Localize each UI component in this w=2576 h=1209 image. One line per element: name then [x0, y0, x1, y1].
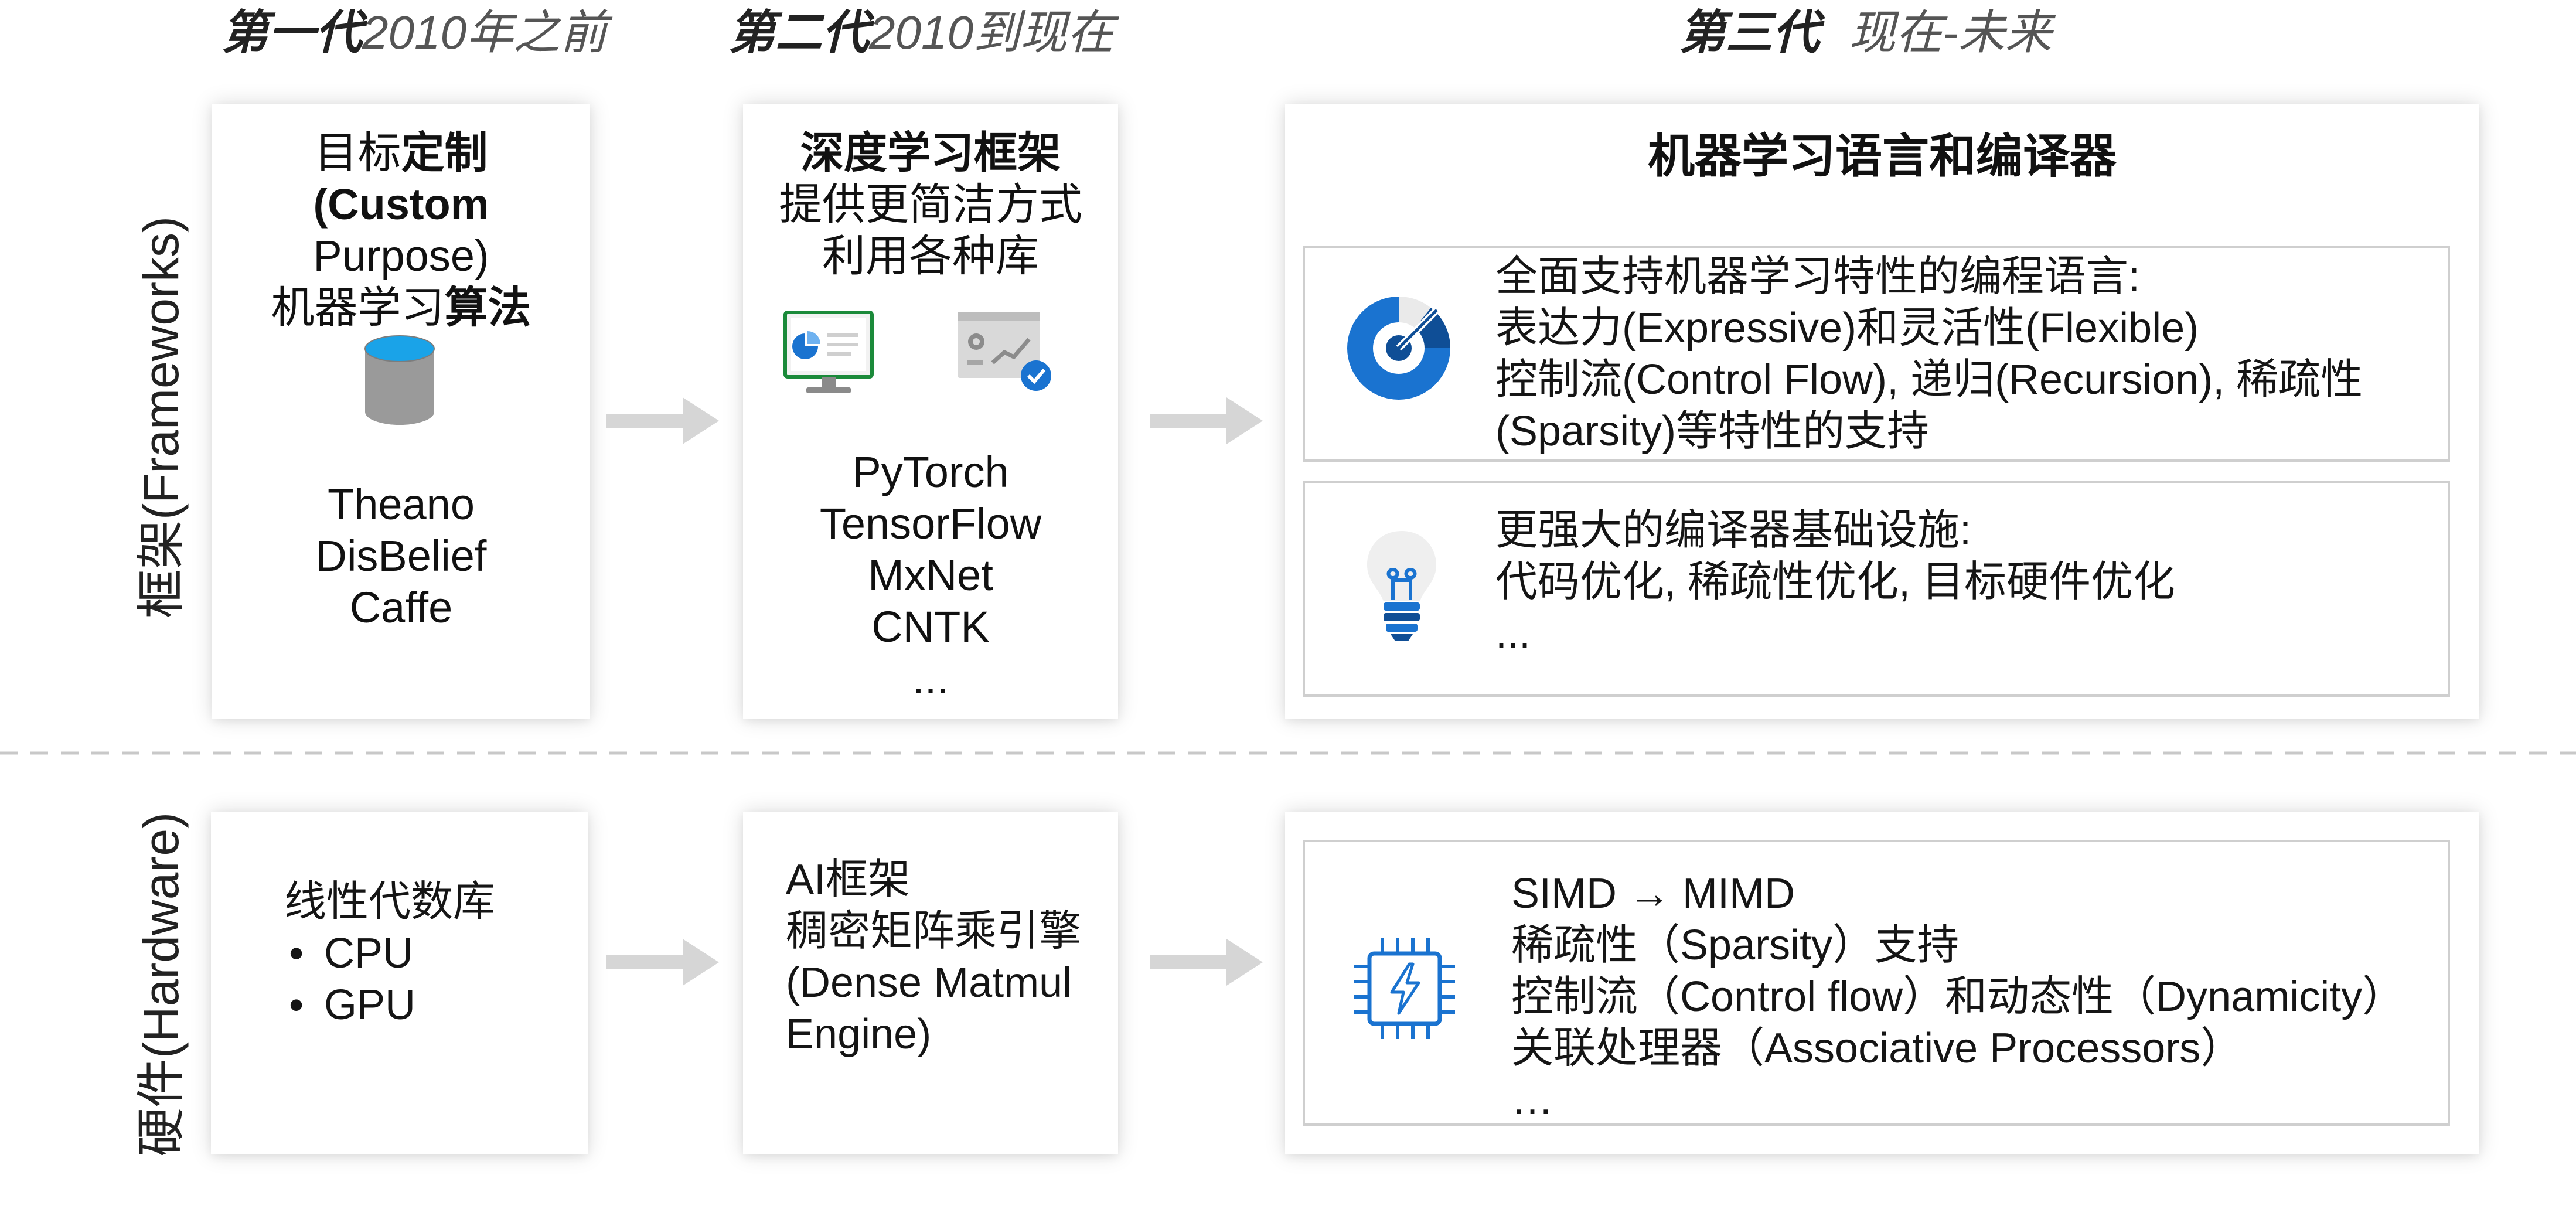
arrow-gen1-to-gen2-framework: [606, 397, 719, 444]
gen2-hardware-line: Engine): [786, 1011, 932, 1058]
gen3-compiler-text: 更强大的编译器基础设施: 代码优化, 稀疏性优化, 目标硬件优化 ...: [1495, 505, 2175, 659]
gen3-language-box: 全面支持机器学习特性的编程语言: 表达力(Expressive)和灵活性(Fle…: [1303, 246, 2450, 462]
gen1-framework-desc: 目标定制 (Custom Purpose) 机器学习算法: [212, 127, 590, 333]
gen1-hardware-item: •GPU: [289, 982, 416, 1028]
row-label-frameworks: 框架(Frameworks): [134, 216, 189, 618]
gen3-framework-card: 机器学习语言和编译器 全面支持机器学习特性的编程语言: 表达力(Expressi…: [1285, 104, 2479, 719]
row-label-hardware: 硬件(Hardware): [134, 812, 189, 1157]
gen1-hardware-text: 线性代数库 •CPU •GPU: [284, 876, 495, 1031]
gen1-hardware-card: 线性代数库 •CPU •GPU: [211, 812, 588, 1154]
gen3-hardware-text: SIMD → MIMD 稀疏性（Sparsity）支持 控制流（Control …: [1511, 868, 2404, 1126]
gen2-lib: TensorFlow: [819, 499, 1042, 548]
gen2-lib: PyTorch: [852, 448, 1009, 496]
gen2-name: 第二代: [728, 6, 869, 59]
gen1-line3: Purpose): [313, 231, 489, 280]
processor-chip-icon: [1354, 938, 1455, 1039]
gen1-lib: Caffe: [349, 583, 453, 632]
gen2-lib: CNTK: [871, 602, 990, 651]
gen3-language-line: 表达力(Expressive)和灵活性(Flexible): [1495, 305, 2199, 352]
gen2-framework-card: 深度学习框架 提供更简洁方式 利用各种库 PyTorch TensorFlow …: [743, 104, 1118, 719]
gen1-line4-bold: 算法: [444, 283, 531, 332]
gen3-language-line: 控制流(Control Flow), 递归(Recursion), 稀疏性: [1495, 356, 2363, 403]
gen2-title: 深度学习框架: [743, 127, 1118, 179]
gen3-language-text: 全面支持机器学习特性的编程语言: 表达力(Expressive)和灵活性(Fle…: [1495, 251, 2363, 457]
gen2-line2: 提供更简洁方式: [779, 180, 1082, 229]
gen1-period: 2010年之前: [362, 6, 607, 59]
gen3-hardware-box: SIMD → MIMD 稀疏性（Sparsity）支持 控制流（Control …: [1303, 840, 2450, 1126]
gen3-compiler-line: 代码优化, 稀疏性优化, 目标硬件优化: [1495, 558, 2176, 605]
gen3-hardware-line: 稀疏性（Sparsity）支持: [1511, 922, 1960, 969]
gen3-hardware-line: SIMD → MIMD: [1511, 870, 1795, 917]
gen1-header: 第一代2010年之前: [222, 0, 607, 70]
gen3-language-line: 全面支持机器学习特性的编程语言:: [1495, 253, 2141, 300]
gen1-lib-list: Theano DisBelief Caffe: [212, 479, 590, 634]
row-divider: [0, 751, 2576, 755]
gen2-period: 2010到现在: [869, 6, 1114, 59]
gen1-lib: DisBelief: [315, 532, 487, 580]
gen1-line1: 目标定制: [212, 127, 590, 179]
gen2-hardware-line: 稠密矩阵乘引擎: [786, 908, 1082, 955]
arrow-gen2-to-gen3-framework: [1150, 397, 1263, 444]
gen2-lib: ...: [912, 654, 949, 703]
gen1-line4-regular: 机器学习: [271, 283, 445, 332]
gen3-period: 现在-未来: [1849, 6, 2052, 59]
gen2-hardware-text: AI框架 稠密矩阵乘引擎 (Dense Matmul Engine): [786, 854, 1081, 1060]
gen1-hardware-item-label: GPU: [324, 982, 416, 1028]
gen2-framework-desc: 深度学习框架 提供更简洁方式 利用各种库: [743, 127, 1118, 282]
gen1-hardware-item: •CPU: [289, 930, 414, 977]
gen3-title: 机器学习语言和编译器: [1648, 130, 2117, 182]
gen3-compiler-line: ...: [1495, 610, 1531, 657]
gen1-lib: Theano: [328, 480, 475, 529]
gen3-hardware-line: 控制流（Control flow）和动态性（Dynamicity）: [1511, 973, 2405, 1020]
gen2-header: 第二代2010到现在: [728, 0, 1114, 70]
gen3-hardware-card: SIMD → MIMD 稀疏性（Sparsity）支持 控制流（Control …: [1285, 812, 2479, 1154]
gen3-compiler-box: 更强大的编译器基础设施: 代码优化, 稀疏性优化, 目标硬件优化 ...: [1303, 481, 2450, 697]
arrow-gen1-to-gen2-hardware: [606, 939, 719, 986]
gen2-title-text: 深度学习框架: [800, 128, 1061, 177]
gen1-hardware-title: 线性代数库: [284, 878, 496, 925]
monitor-dashboard-icon: [783, 311, 874, 393]
gen3-language-line: (Sparsity)等特性的支持: [1495, 408, 1930, 455]
gen2-hardware-card: AI框架 稠密矩阵乘引擎 (Dense Matmul Engine): [743, 812, 1118, 1154]
gen2-lib: MxNet: [868, 551, 993, 600]
gen3-header: 第三代现在-未来: [1679, 0, 2052, 70]
lightbulb-icon: [1367, 531, 1436, 641]
database-icon: [364, 335, 435, 425]
gen2-hardware-line: (Dense Matmul: [786, 959, 1072, 1006]
gauge-icon: [1347, 297, 1451, 400]
gen2-lib-list: PyTorch TensorFlow MxNet CNTK ...: [743, 447, 1118, 704]
gen1-line2-bold: (Custom: [313, 180, 489, 229]
analytics-settings-icon: [958, 312, 1051, 391]
gen1-name: 第一代: [222, 6, 362, 59]
gen3-hardware-line: …: [1511, 1077, 1553, 1123]
gen2-hardware-line: AI框架: [786, 856, 911, 903]
gen1-hardware-item-label: CPU: [324, 930, 414, 977]
gen1-framework-card: 目标定制 (Custom Purpose) 机器学习算法 Theano DisB…: [212, 104, 590, 719]
gen3-name: 第三代: [1679, 6, 1819, 59]
gen1-line1-regular: 目标: [314, 128, 401, 177]
gen3-compiler-line: 更强大的编译器基础设施:: [1495, 507, 1972, 554]
gen2-line3: 利用各种库: [822, 231, 1039, 280]
gen1-line1-bold: 定制: [401, 128, 488, 177]
arrow-gen2-to-gen3-hardware: [1150, 939, 1263, 986]
gen1-line2: (Custom: [212, 179, 590, 230]
gen1-line4: 机器学习算法: [212, 282, 590, 333]
gen3-hardware-line: 关联处理器（Associative Processors）: [1511, 1025, 2243, 1072]
